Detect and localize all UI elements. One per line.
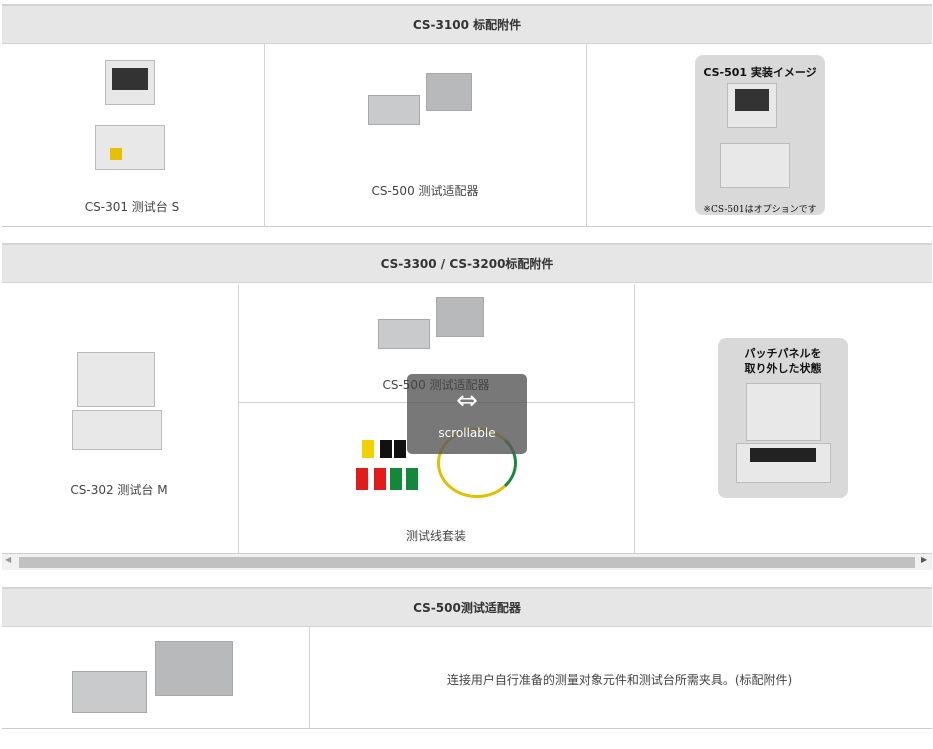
caption-cs500: CS-500 测试适配器	[371, 184, 479, 198]
cs500-adapter-image	[368, 73, 478, 128]
section-header-cs500: CS-500测试适配器	[2, 587, 932, 627]
cs501-card: CS-501 実装イメージ ※CS-501はオプションです	[695, 55, 825, 215]
cs500-description: 连接用户自行准备的测量对象元件和测试台所需夹具。(标配附件)	[446, 673, 793, 687]
cs501-card-title: CS-501 実装イメージ	[703, 66, 817, 79]
scrollable-label: scrollable	[438, 426, 496, 440]
horizontal-scrollbar[interactable]: ◀ ▶	[2, 553, 932, 570]
divider	[634, 284, 635, 553]
scroll-right-arrow-icon[interactable]: ▶	[921, 555, 928, 564]
scroll-left-arrow-icon[interactable]: ◀	[5, 555, 12, 564]
caption-cs500-2: CS-500 测试适配器	[382, 378, 490, 392]
cs301-image	[95, 60, 165, 170]
scrollbar-thumb[interactable]	[19, 557, 915, 568]
caption-test-leads: 测试线套装	[405, 529, 466, 543]
divider	[309, 627, 310, 728]
patch-panel-card-title: パッチパネルを 取り外した状態	[744, 347, 822, 375]
divider	[2, 226, 932, 227]
swipe-hand-icon: ⇔	[456, 386, 478, 416]
section-header-cs3300: CS-3300 / CS-3200标配附件	[2, 243, 932, 283]
section-header-cs3100: CS-3100 标配附件	[2, 4, 932, 44]
divider	[2, 728, 932, 729]
cs500-adapter-image	[72, 641, 242, 721]
divider	[264, 44, 265, 226]
divider	[586, 44, 587, 226]
cs501-card-note: ※CS-501はオプションです	[703, 205, 817, 215]
divider	[238, 284, 239, 553]
cs302-image	[72, 352, 164, 452]
caption-cs302: CS-302 测试台 M	[70, 483, 168, 497]
scrollable-hint-overlay: ⇔ scrollable	[407, 374, 527, 454]
caption-cs301: CS-301 测试台 S	[84, 200, 180, 214]
patch-panel-card: パッチパネルを 取り外した状態	[718, 338, 848, 498]
cs500-adapter-image	[378, 297, 498, 352]
